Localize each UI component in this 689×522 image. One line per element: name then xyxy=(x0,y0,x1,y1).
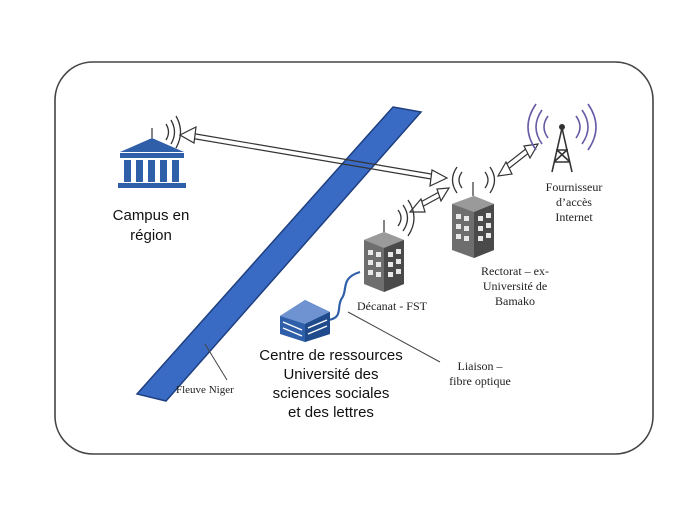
centre-label-line4: et des lettres xyxy=(288,404,374,421)
wireless-link-decanat-rectorat xyxy=(408,187,451,213)
fiber-label-line2: fibre optique xyxy=(449,374,511,388)
fournisseur-label-line1: Fournisseur xyxy=(545,180,603,194)
fiber-label: Liaison – fibre optique xyxy=(430,359,530,389)
river-pointer-line xyxy=(204,343,228,381)
campus-label-line2: région xyxy=(130,227,172,244)
centre-label-line3: sciences sociales xyxy=(272,385,390,402)
wireless-link-campus-rectorat xyxy=(178,125,449,188)
river-shape xyxy=(135,106,423,402)
diagram-frame xyxy=(54,61,654,455)
centre-label-line2: Université des xyxy=(283,366,379,383)
office-building-icon xyxy=(364,199,415,292)
campus-label: Campus en région xyxy=(96,206,206,246)
fiber-cable xyxy=(327,270,361,322)
rectorat-label-line1: Rectorat – ex- xyxy=(481,264,549,278)
fournisseur-label: Fournisseur d’accès Internet xyxy=(524,180,624,225)
rectorat-label-line3: Bamako xyxy=(495,294,535,308)
university-building-icon xyxy=(118,115,186,188)
wireless-link-rectorat-fournisseur xyxy=(496,143,540,177)
fournisseur-label-line2: d’accès xyxy=(556,195,592,209)
centre-label: Centre de ressources Université des scie… xyxy=(246,346,416,422)
fournisseur-label-line3: Internet xyxy=(555,210,593,224)
modern-building-icon xyxy=(280,300,330,342)
rectorat-label-line2: Université de xyxy=(482,279,548,293)
decanat-label: Décanat - FST xyxy=(357,299,427,313)
fiber-label-line1: Liaison – xyxy=(457,359,503,373)
centre-label-line1: Centre de ressources xyxy=(259,347,403,364)
river-label: Fleuve Niger xyxy=(176,384,234,396)
radio-tower-icon xyxy=(527,103,597,173)
rectorat-label: Rectorat – ex- Université de Bamako xyxy=(455,264,575,309)
office-building-icon xyxy=(451,166,496,258)
fiber-pointer-line xyxy=(347,311,441,363)
campus-label-line1: Campus en xyxy=(112,207,190,224)
